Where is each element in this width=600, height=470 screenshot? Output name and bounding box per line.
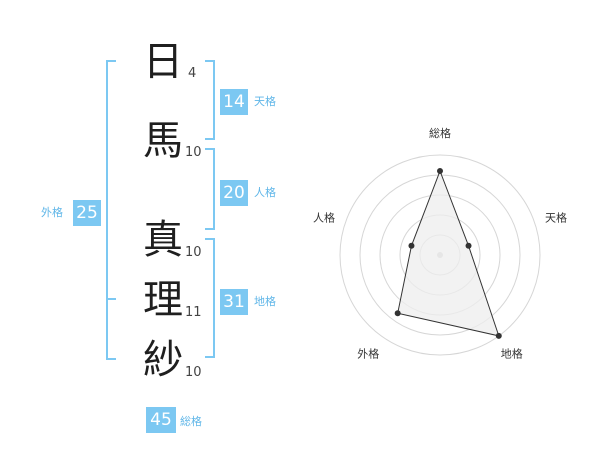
radar-point xyxy=(495,332,502,339)
gaikaku-bracket-lower xyxy=(106,298,116,360)
gaikaku-label: 外格 xyxy=(41,206,63,219)
name-char-2: 馬 xyxy=(143,118,183,164)
chikaku-badge: 31 xyxy=(220,289,248,315)
gaikaku-bracket-upper xyxy=(106,60,116,300)
stroke-count-5: 10 xyxy=(185,365,202,380)
radar-point xyxy=(465,242,472,249)
jinkaku-badge: 20 xyxy=(220,180,248,206)
stroke-count-1: 4 xyxy=(188,66,197,81)
soukaku-badge: 45 xyxy=(146,407,176,433)
tenkaku-label: 天格 xyxy=(254,95,276,108)
tenkaku-badge: 14 xyxy=(220,89,248,115)
stroke-count-4: 11 xyxy=(185,305,202,320)
radar-point xyxy=(437,168,443,174)
name-char-5: 紗 xyxy=(143,337,183,383)
stroke-count-2: 10 xyxy=(185,145,202,160)
tenkaku-bracket xyxy=(205,60,215,140)
name-char-4: 理 xyxy=(143,277,183,323)
radar-axis-label: 総格 xyxy=(429,126,451,140)
chikaku-label: 地格 xyxy=(254,295,276,308)
soukaku-label: 総格 xyxy=(180,415,202,428)
gaikaku-badge: 25 xyxy=(73,200,101,226)
radar-point xyxy=(394,310,401,317)
radar-axis-label: 地格 xyxy=(501,347,523,361)
radar-point xyxy=(408,242,415,249)
name-char-3: 真 xyxy=(143,217,183,263)
radar-polygon xyxy=(397,169,500,337)
jinkaku-bracket xyxy=(205,148,215,230)
radar-grid-ring xyxy=(339,154,541,356)
chikaku-bracket xyxy=(205,238,215,358)
radar-shape xyxy=(394,168,502,339)
radar-axis-label: 外格 xyxy=(357,347,379,361)
jinkaku-label: 人格 xyxy=(254,186,276,199)
radar-axis-label: 人格 xyxy=(313,210,335,224)
stroke-count-3: 10 xyxy=(185,245,202,260)
radar-axis-label: 天格 xyxy=(545,210,567,224)
name-char-1: 日 xyxy=(143,39,183,85)
